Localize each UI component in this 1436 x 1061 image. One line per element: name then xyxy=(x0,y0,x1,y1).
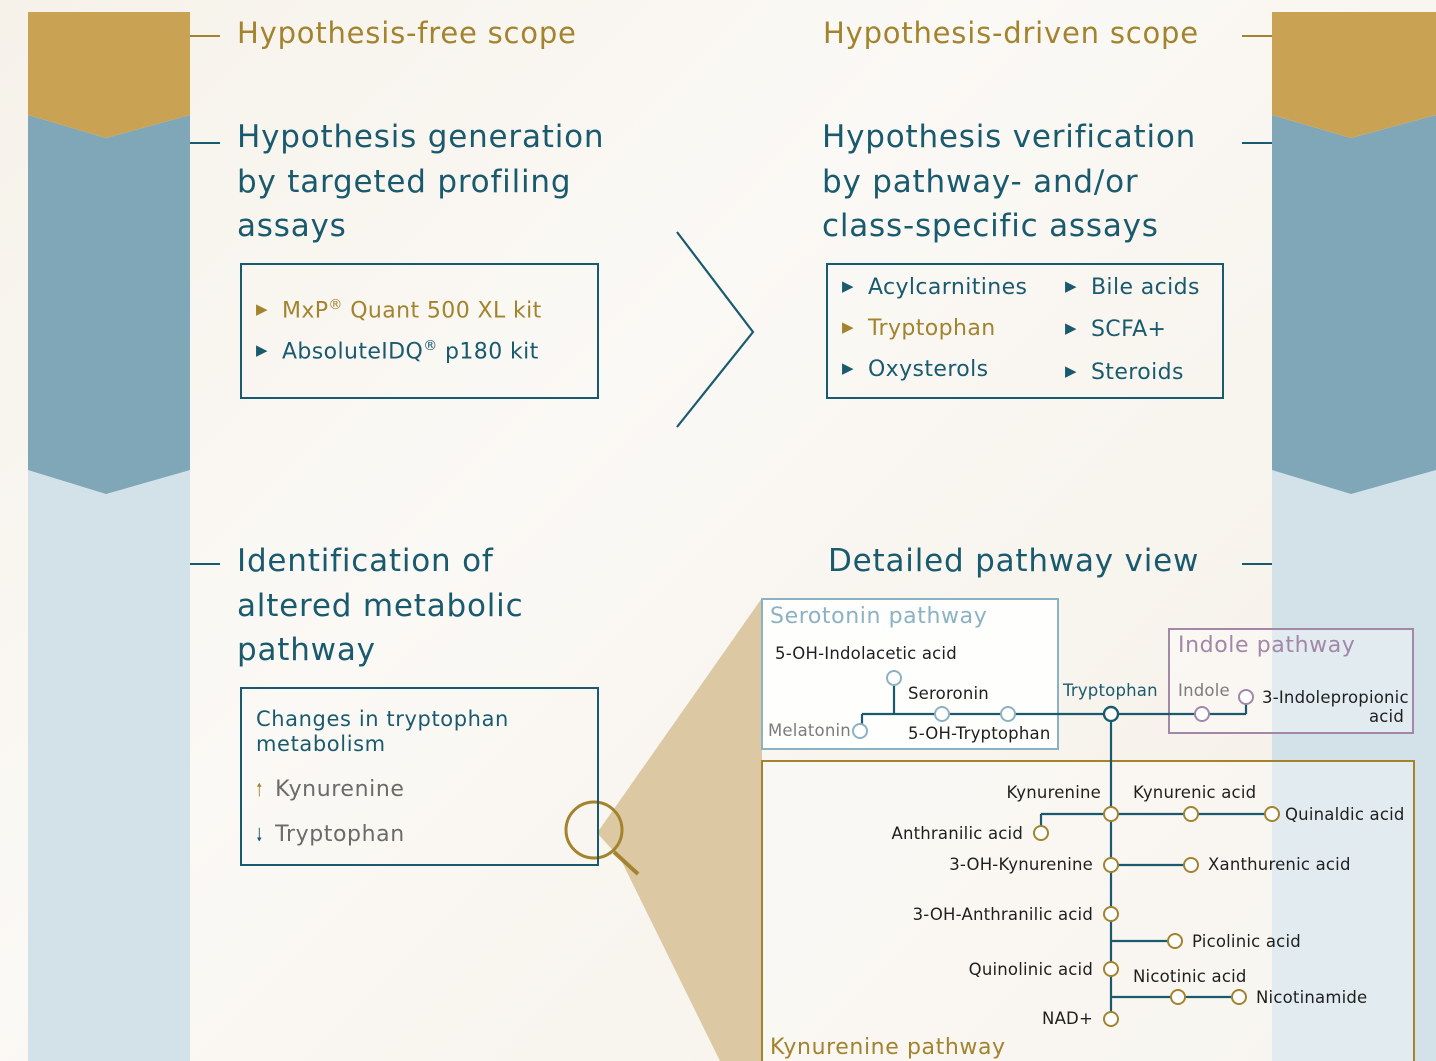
bullet-triangle-icon: ▶ xyxy=(1065,277,1077,295)
bullet-triangle-icon: ▶ xyxy=(842,359,854,377)
hypothesis-driven-scope-label: Hypothesis-driven scope xyxy=(823,16,1199,50)
bullet-triangle-icon: ▶ xyxy=(842,277,854,295)
node-melatonin xyxy=(852,723,868,739)
kit-item-mxp: ▶MxP® Quant 500 XL kit xyxy=(256,297,542,324)
kit-item-absoluteidq: ▶AbsoluteIDQ® p180 kit xyxy=(256,338,539,365)
hypothesis-verification-heading: Hypothesis verification by pathway- and/… xyxy=(822,119,1197,244)
label-indole: Indole xyxy=(1178,681,1230,700)
node-tryptophan xyxy=(1102,705,1120,723)
hypothesis-free-scope-label: Hypothesis-free scope xyxy=(237,16,577,50)
node-nicotinamide xyxy=(1231,989,1247,1005)
label-3-indolepropionic: 3-Indolepropionic xyxy=(1262,688,1409,707)
assay-item: ▶Oxysterols xyxy=(842,357,989,382)
assay-item: ▶Bile acids xyxy=(1065,275,1200,300)
node-5-oh-tryptophan xyxy=(1000,706,1016,722)
magnifier-icon xyxy=(564,800,640,876)
change-tryptophan: 🠓Tryptophan xyxy=(256,822,405,847)
node-anthranilic-acid xyxy=(1033,825,1049,841)
label-anthranilic-acid: Anthranilic acid xyxy=(891,824,1023,843)
change-kynurenine: 🠑Kynurenine xyxy=(256,777,405,802)
assay-item-highlighted: ▶Tryptophan xyxy=(842,316,996,341)
node-xanthurenic-acid xyxy=(1183,857,1199,873)
identification-heading: Identification of altered metabolic path… xyxy=(237,543,524,668)
serotonin-pathway-title: Serotonin pathway xyxy=(770,604,988,629)
tryptophan-changes-box: Changes in tryptophan metabolism 🠑Kynure… xyxy=(240,687,599,866)
detailed-pathway-view-heading: Detailed pathway view xyxy=(828,543,1200,579)
label-5-oh-indolacetic-acid: 5-OH-Indolacetic acid xyxy=(775,644,957,663)
label-kynurenic-acid: Kynurenic acid xyxy=(1133,783,1257,802)
label-3-oh-kynurenine: 3-OH-Kynurenine xyxy=(949,855,1093,874)
label-nicotinamide: Nicotinamide xyxy=(1256,988,1368,1007)
indole-pathway-title: Indole pathway xyxy=(1178,633,1356,658)
serotonin-pathway-box xyxy=(761,598,1059,750)
label-xanthurenic-acid: Xanthurenic acid xyxy=(1208,855,1351,874)
kynurenine-pathway-title: Kynurenine pathway xyxy=(770,1035,1006,1060)
right-chevron-band xyxy=(1272,12,1436,1061)
node-quinolinic-acid xyxy=(1103,961,1119,977)
node-kynurenine xyxy=(1103,806,1119,822)
label-quinaldic-acid: Quinaldic acid xyxy=(1285,805,1405,824)
node-nad xyxy=(1103,1011,1119,1027)
label-nicotinic-acid: Nicotinic acid xyxy=(1133,967,1247,986)
arrow-up-icon: 🠑 xyxy=(256,780,264,801)
node-5-oh-indolacetic-acid xyxy=(886,670,902,686)
node-indole xyxy=(1194,706,1210,722)
bullet-triangle-icon: ▶ xyxy=(842,318,854,336)
label-3-oh-anthranilic-acid: 3-OH-Anthranilic acid xyxy=(912,905,1093,924)
assay-item: ▶SCFA+ xyxy=(1065,317,1167,342)
kynurenine-pathway-box xyxy=(761,760,1415,1061)
node-quinaldic-acid xyxy=(1264,806,1280,822)
assay-item: ▶Steroids xyxy=(1065,360,1184,385)
bullet-triangle-icon: ▶ xyxy=(1065,362,1077,380)
zoom-cone xyxy=(597,598,762,1061)
assay-item: ▶Acylcarnitines xyxy=(842,275,1028,300)
node-kynurenic-acid xyxy=(1183,806,1199,822)
label-3-indolepropionic-acid: acid xyxy=(1368,707,1404,726)
label-5-oh-tryptophan: 5-OH-Tryptophan xyxy=(908,724,1051,743)
label-nad: NAD+ xyxy=(1042,1009,1093,1028)
node-serotonin xyxy=(934,706,950,722)
bullet-triangle-icon: ▶ xyxy=(1065,319,1077,337)
node-picolinic-acid xyxy=(1167,933,1183,949)
bullet-triangle-icon: ▶ xyxy=(256,341,268,360)
hypothesis-generation-heading: Hypothesis generation by targeted profil… xyxy=(237,119,605,244)
bullet-triangle-icon: ▶ xyxy=(256,300,268,319)
node-3-indolepropionic-acid xyxy=(1238,689,1254,705)
node-3-oh-anthranilic-acid xyxy=(1103,906,1119,922)
changes-box-title: Changes in tryptophan metabolism xyxy=(256,707,509,756)
label-quinolinic-acid: Quinolinic acid xyxy=(968,960,1093,979)
node-3-oh-kynurenine xyxy=(1103,857,1119,873)
label-tryptophan: Tryptophan xyxy=(1063,681,1158,700)
node-nicotinic-acid xyxy=(1170,989,1186,1005)
left-chevron-band xyxy=(28,12,190,1061)
label-melatonin: Melatonin xyxy=(768,721,851,740)
label-serotonin: Seroronin xyxy=(908,684,989,703)
label-picolinic-acid: Picolinic acid xyxy=(1192,932,1301,951)
label-kynurenine: Kynurenine xyxy=(1006,783,1101,802)
profiling-kits-box: ▶MxP® Quant 500 XL kit ▶AbsoluteIDQ® p18… xyxy=(240,263,599,399)
stage-arrow xyxy=(676,231,755,428)
arrow-down-icon: 🠓 xyxy=(256,825,264,846)
specific-assays-box: ▶Acylcarnitines ▶Tryptophan ▶Oxysterols … xyxy=(826,263,1224,399)
